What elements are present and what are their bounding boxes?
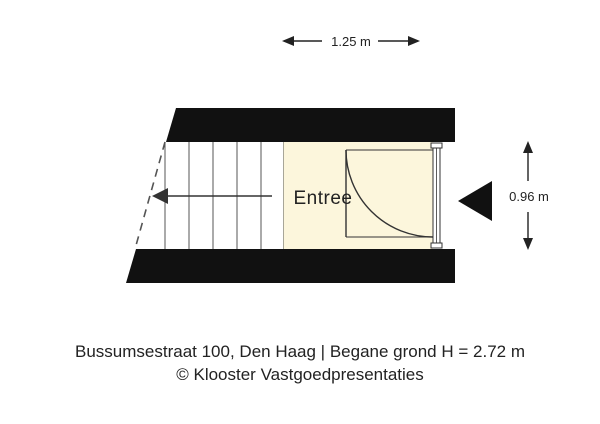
floorplan-drawing: 1.25 m bbox=[126, 34, 549, 283]
bottom-wall bbox=[126, 249, 455, 283]
stairs-direction-arrow-icon bbox=[152, 188, 168, 204]
width-dimension-arrowhead-left bbox=[282, 36, 294, 46]
front-door-frame bbox=[430, 142, 443, 249]
stair-cutoff-dashed-line bbox=[134, 141, 166, 250]
floorplan-caption: Bussumsestraat 100, Den Haag | Begane gr… bbox=[0, 340, 600, 386]
room-label-entree: Entree bbox=[294, 188, 353, 209]
depth-dimension: 0.96 m bbox=[509, 141, 549, 250]
door-frame-cap-top bbox=[430, 142, 443, 149]
credit-line: © Klooster Vastgoedpresentaties bbox=[176, 365, 424, 384]
entrance-arrow-icon bbox=[458, 181, 492, 221]
door-frame-cap-bottom bbox=[430, 242, 443, 249]
depth-dimension-label: 0.96 m bbox=[509, 189, 549, 204]
depth-dimension-arrowhead-top bbox=[523, 141, 533, 153]
top-wall bbox=[166, 108, 455, 142]
staircase bbox=[134, 141, 283, 250]
entree-room-floor bbox=[283, 142, 433, 249]
width-dimension: 1.25 m bbox=[282, 34, 420, 49]
door bbox=[345, 149, 434, 238]
depth-dimension-arrowhead-bottom bbox=[523, 238, 533, 250]
door-swing-arc bbox=[345, 149, 434, 238]
width-dimension-arrowhead-right bbox=[408, 36, 420, 46]
width-dimension-label: 1.25 m bbox=[331, 34, 371, 49]
address-line: Bussumsestraat 100, Den Haag | Begane gr… bbox=[75, 342, 525, 361]
